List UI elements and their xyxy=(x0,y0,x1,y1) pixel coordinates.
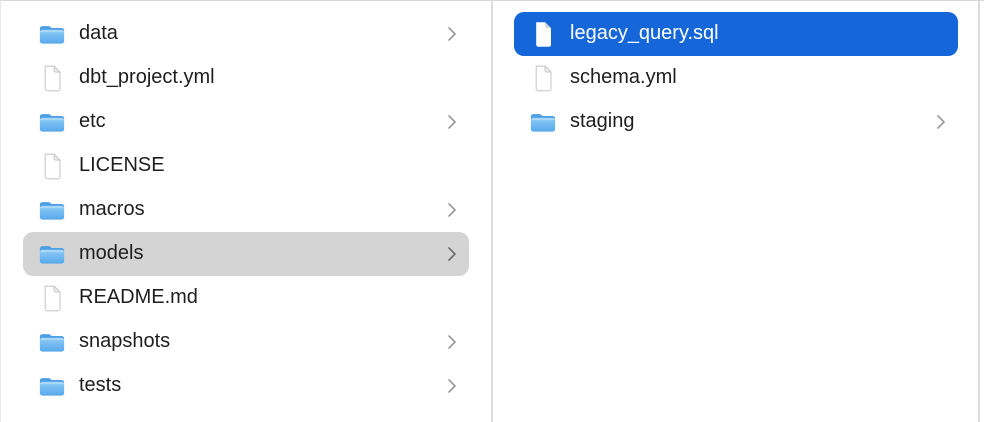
column-divider[interactable] xyxy=(491,1,493,422)
folder-icon xyxy=(37,372,67,400)
list-item-staging[interactable]: staging xyxy=(514,100,958,144)
item-label: etc xyxy=(79,111,106,132)
item-label: LICENSE xyxy=(79,155,165,176)
list-item-etc[interactable]: etc xyxy=(23,100,469,144)
chevron-right-icon xyxy=(936,114,946,130)
item-label: dbt_project.yml xyxy=(79,67,215,88)
list-item-tests[interactable]: tests xyxy=(23,364,469,408)
item-label: tests xyxy=(79,375,122,396)
list-item-legacy-query-sql[interactable]: legacy_query.sql xyxy=(514,12,958,56)
document-icon xyxy=(37,152,67,180)
folder-icon xyxy=(37,328,67,356)
list-item-snapshots[interactable]: snapshots xyxy=(23,320,469,364)
item-label: schema.yml xyxy=(570,67,677,88)
column-divider[interactable] xyxy=(978,1,980,422)
chevron-right-icon xyxy=(447,246,457,262)
item-label: macros xyxy=(79,199,145,220)
folder-icon xyxy=(37,20,67,48)
document-icon xyxy=(528,20,558,48)
item-label: README.md xyxy=(79,287,198,308)
chevron-right-icon xyxy=(447,202,457,218)
item-label: staging xyxy=(570,111,635,132)
list-item-models[interactable]: models xyxy=(23,232,469,276)
list-item-dbt-project-yml[interactable]: dbt_project.yml xyxy=(23,56,469,100)
item-label: legacy_query.sql xyxy=(570,23,719,44)
list-item-license[interactable]: LICENSE xyxy=(23,144,469,188)
list-item-data[interactable]: data xyxy=(23,12,469,56)
item-label: data xyxy=(79,23,118,44)
folder-icon xyxy=(37,108,67,136)
item-label: models xyxy=(79,243,144,264)
list-item-readme-md[interactable]: README.md xyxy=(23,276,469,320)
chevron-right-icon xyxy=(447,378,457,394)
document-icon xyxy=(528,64,558,92)
item-label: snapshots xyxy=(79,331,171,352)
folder-icon xyxy=(37,240,67,268)
chevron-right-icon xyxy=(447,26,457,42)
chevron-right-icon xyxy=(447,114,457,130)
folder-icon xyxy=(37,196,67,224)
chevron-right-icon xyxy=(447,334,457,350)
document-icon xyxy=(37,64,67,92)
column-models-folder: legacy_query.sql schema.yml staging xyxy=(493,1,978,422)
list-item-macros[interactable]: macros xyxy=(23,188,469,232)
folder-icon xyxy=(528,108,558,136)
list-item-schema-yml[interactable]: schema.yml xyxy=(514,56,958,100)
document-icon xyxy=(37,284,67,312)
